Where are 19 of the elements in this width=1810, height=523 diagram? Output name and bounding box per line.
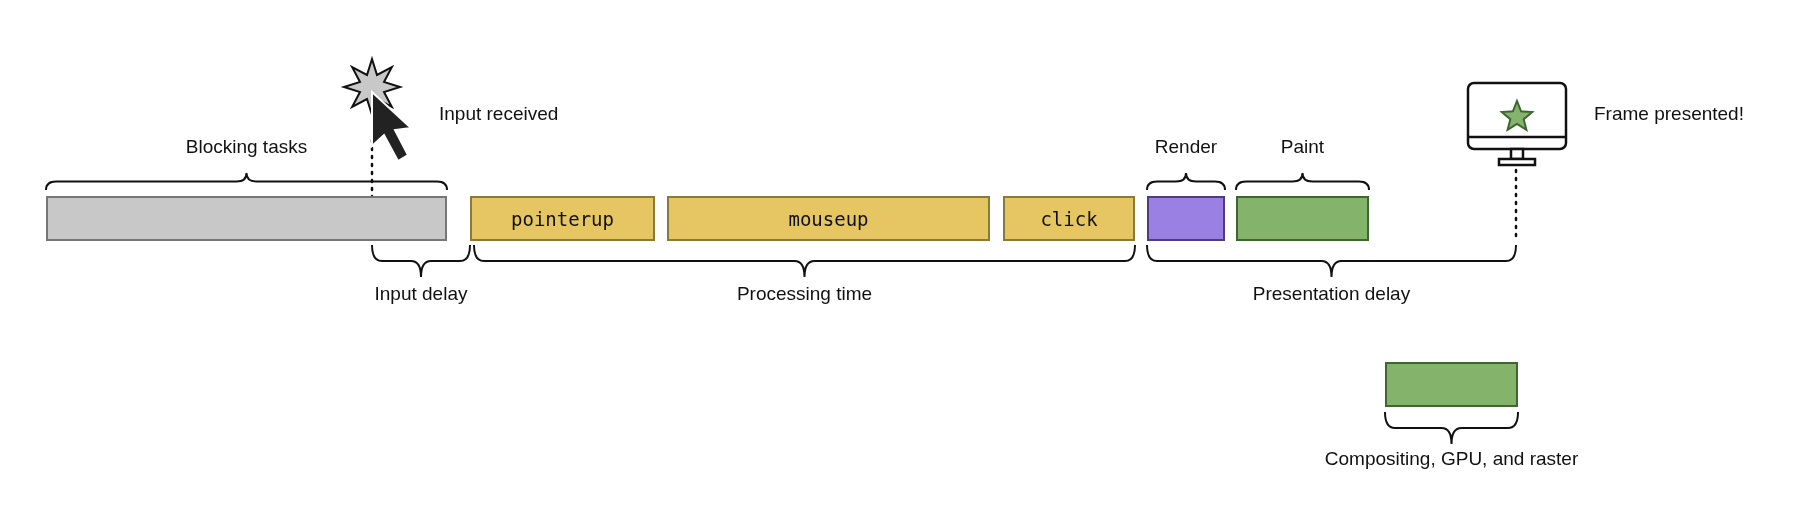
timeline-bar: [46, 196, 447, 241]
timeline-bar: [1236, 196, 1369, 241]
event-label: Frame presented!: [1594, 103, 1744, 125]
handler-name: pointerup: [511, 207, 614, 230]
timeline-bar: [1147, 196, 1225, 241]
event-handler-box: [667, 196, 990, 241]
handler-name: click: [1040, 207, 1098, 230]
event-label: Input received: [439, 103, 559, 125]
handler-name: mouseup: [788, 207, 869, 230]
bar-caption: Render: [1154, 136, 1218, 158]
phase-label: Processing time: [736, 283, 873, 305]
bar-caption: Paint: [1280, 136, 1325, 158]
bar-caption: Blocking tasks: [185, 136, 308, 158]
bar-caption: Compositing, GPU, and raster: [1324, 448, 1579, 470]
phase-label: Presentation delay: [1252, 283, 1411, 305]
timeline-bar: [1385, 362, 1518, 407]
event-handler-box: [470, 196, 655, 241]
phase-label: Input delay: [374, 283, 468, 305]
event-handler-box: [1003, 196, 1135, 241]
